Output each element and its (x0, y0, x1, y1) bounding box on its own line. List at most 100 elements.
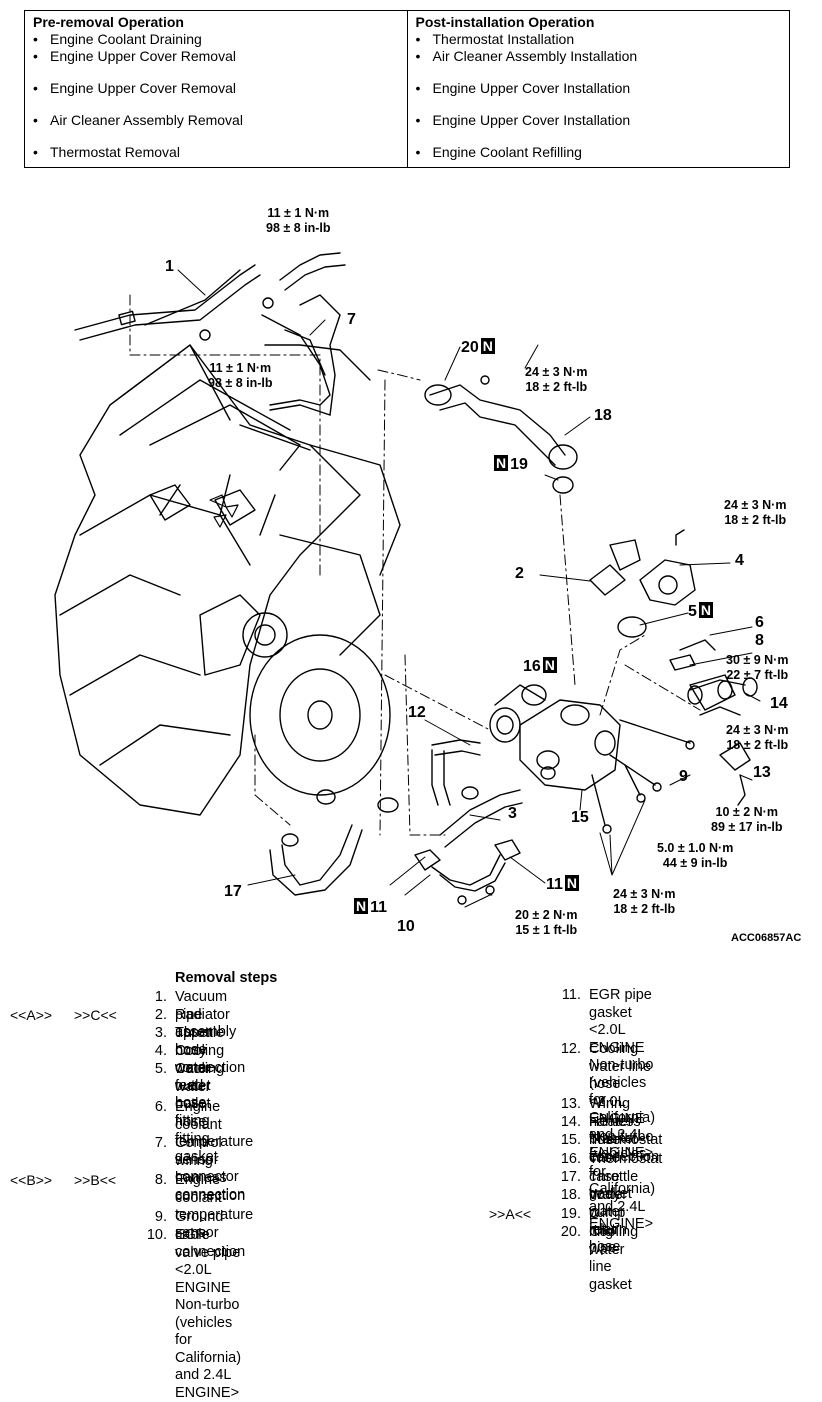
callout-11-number: 11 (370, 899, 388, 916)
step-number: 7. (154, 1135, 167, 1151)
callout-1: 1 (165, 258, 174, 275)
step-text: Throttle body water return hose (589, 1169, 639, 1255)
step-number: 6. (154, 1099, 167, 1115)
heater-hose-drawing (687, 677, 758, 705)
step-text: Thermostat case (589, 1132, 663, 1166)
callout-5-number: 5 (688, 603, 697, 620)
step-number: 9. (154, 1209, 167, 1225)
step-text-line: ENGINE Non-turbo (vehicles for (589, 1111, 654, 1180)
step-number: 4. (154, 1043, 167, 1059)
step-number: 14. (560, 1114, 581, 1130)
step-text: Cooling water line gasket (589, 1224, 639, 1293)
step-number: 20. (560, 1224, 581, 1240)
torque-metric: 10 ± 2 N·m (715, 805, 778, 819)
new-part-marker-icon: N (542, 657, 557, 673)
pre-removal-item: Engine Upper Cover Removal (33, 48, 236, 65)
step-number: 10. (146, 1227, 167, 1243)
step-number: 17. (560, 1169, 581, 1185)
callout-11-number: 11 (546, 876, 563, 893)
callout-7: 7 (347, 311, 356, 328)
callout-4: 4 (735, 552, 744, 569)
torque-metric: 24 ± 3 N·m (613, 887, 676, 901)
callout-13: 13 (753, 764, 771, 781)
callout-leaders (177, 269, 761, 908)
torque-imperial: 44 ± 9 in-lb (662, 856, 728, 870)
callout-3: 3 (508, 805, 517, 822)
torque-metric: 30 ± 9 N·m (726, 653, 789, 667)
step-number: 12. (560, 1041, 581, 1057)
step-text-line: and 2.4L ENGINE> (589, 1127, 654, 1161)
outlet-fitting-drawing (589, 529, 696, 638)
step-text-line: California) and 2.4L ENGINE> (589, 1181, 656, 1232)
pre-removal-item: Engine Upper Cover Removal (33, 80, 236, 97)
step-number: 2. (154, 1007, 167, 1023)
hoses-drawing (269, 739, 556, 896)
callout-17: 17 (224, 883, 242, 900)
egr-pipe-drawing (414, 839, 521, 905)
step-text: Heater hose connection (589, 1114, 660, 1165)
post-installation-column: Post-installation Operation Thermostat I… (406, 11, 790, 167)
torque-metric: 24 ± 3 N·m (724, 498, 787, 512)
engine-illustration (54, 252, 761, 908)
step-text-line: and 2.4L ENGINE> (175, 1367, 240, 1401)
operations-table: Pre-removal Operation Engine Coolant Dra… (24, 10, 790, 168)
thermostat-case-drawing (489, 684, 621, 791)
service-marker: >>A<< (489, 1206, 532, 1222)
step-number: 8. (154, 1172, 167, 1188)
step-text: Cooling water outlet hose fitting (175, 1043, 225, 1129)
service-marker: >>B<< (74, 1172, 117, 1188)
step-text-line: sensor (175, 1224, 219, 1241)
post-installation-item: Engine Coolant Refilling (416, 144, 582, 161)
step-number: 19. (560, 1206, 581, 1222)
torque-metric: 11 ± 1 N·m (209, 361, 272, 375)
callout-14: 14 (770, 695, 788, 712)
torque-imperial: 18 ± 2 ft-lb (726, 738, 789, 752)
step-number: 3. (154, 1025, 167, 1041)
step-text: O-ring (589, 1206, 614, 1240)
step-text-line: Non-turbo (vehicles for California) (175, 1297, 242, 1366)
step-number: 16. (560, 1151, 581, 1167)
pre-removal-column: Pre-removal Operation Engine Coolant Dra… (25, 11, 407, 167)
torque-imperial: 98 ± 8 in-lb (266, 221, 331, 235)
step-text: Wiring harness bracket (589, 1096, 641, 1147)
vacuum-pipe-drawing (74, 252, 346, 406)
step-text: Ground cable connection (175, 1209, 246, 1260)
post-installation-item: Thermostat Installation (416, 31, 575, 48)
bolts-drawing (591, 719, 695, 834)
pre-removal-item: Thermostat Removal (33, 144, 180, 161)
pre-removal-item: Air Cleaner Assembly Removal (33, 112, 243, 129)
post-installation-item: Engine Upper Cover Installation (416, 112, 631, 129)
step-text-line: sensor connector connection (175, 1151, 246, 1203)
service-marker: <<B>> (10, 1172, 53, 1188)
new-part-marker-icon: N (354, 898, 369, 914)
torque-metric: 24 ± 3 N·m (525, 365, 588, 379)
step-number: 18. (560, 1187, 581, 1203)
step-number: 11. (561, 987, 581, 1003)
callout-20-number: 20 (461, 339, 479, 356)
new-part-marker-icon: N (494, 455, 509, 471)
step-text-line: Cooling water outlet hose fitting (175, 1061, 225, 1147)
torque-metric: 20 ± 2 N·m (515, 908, 578, 922)
step-text: Throttle body water feed hose (175, 1025, 225, 1111)
post-installation-item: Engine Upper Cover Installation (416, 80, 631, 97)
pre-removal-header: Pre-removal Operation (33, 14, 184, 30)
callout-8: 8 (755, 632, 764, 649)
step-text-line: Cooling water line hose <2.0L (589, 1041, 652, 1110)
callout-6: 6 (755, 614, 764, 631)
step-number: 15. (560, 1132, 581, 1148)
torque-metric: 11 ± 1 N·m (267, 206, 330, 220)
